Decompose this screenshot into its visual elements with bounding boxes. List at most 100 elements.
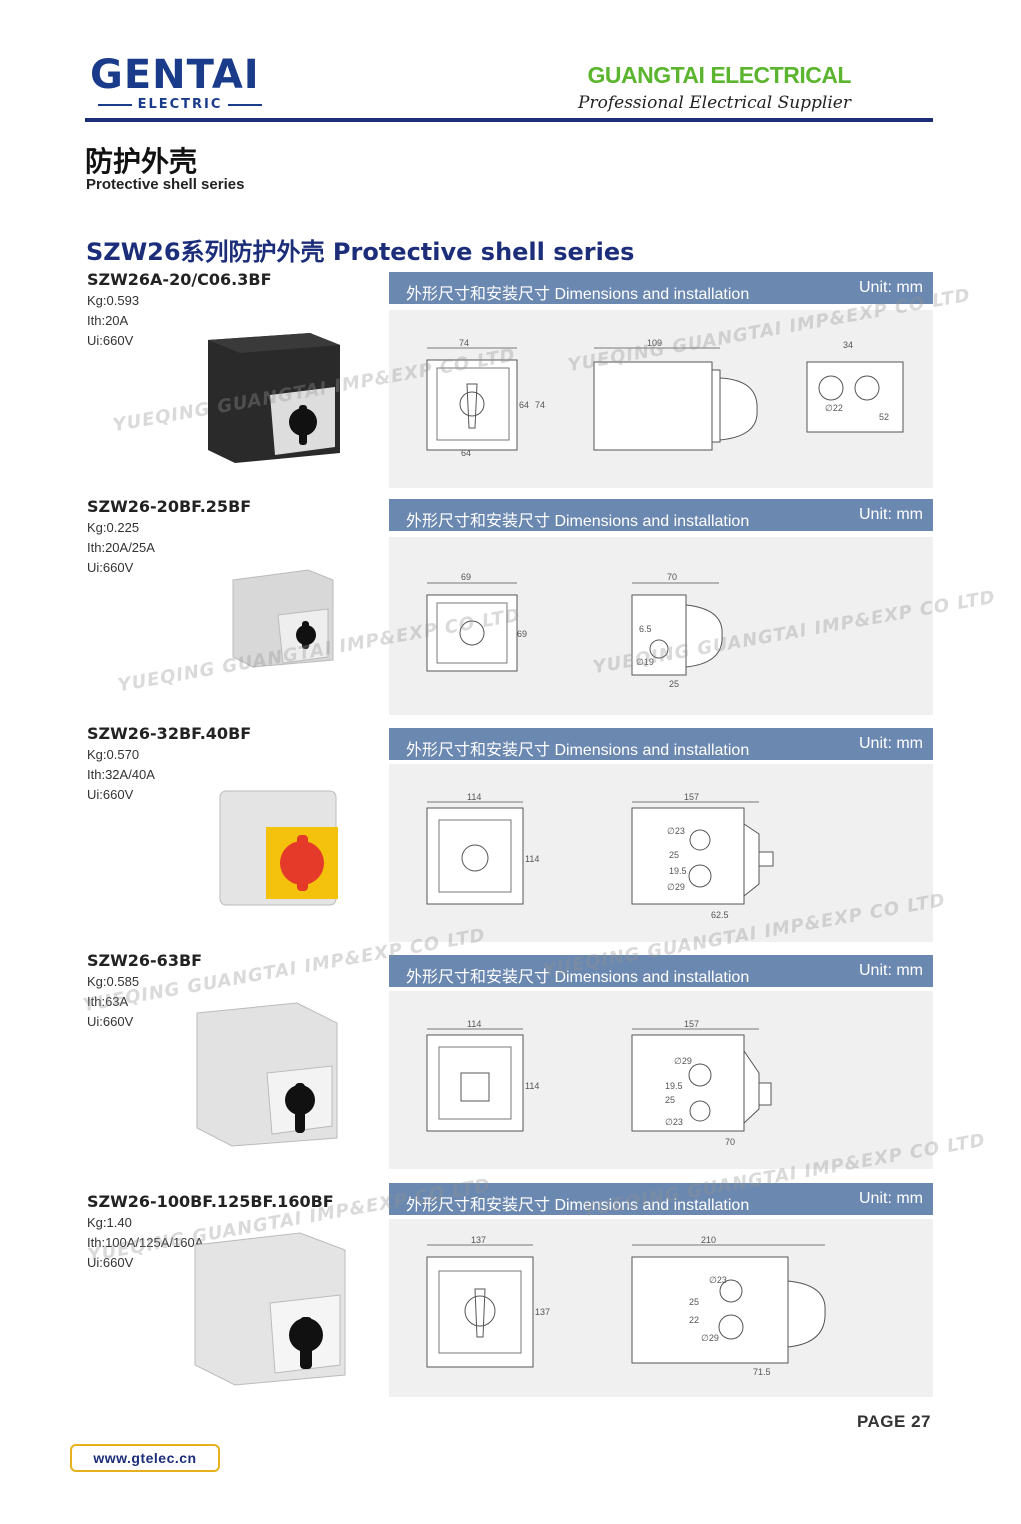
- dim-label: 外形尺寸和安装尺寸 Dimensions and installation: [406, 1197, 750, 1214]
- dim-side: 70: [667, 572, 677, 582]
- company-block: GUANGTAI ELECTRICAL Professional Electri…: [578, 62, 851, 113]
- dim-hole-h: 52: [879, 412, 889, 422]
- product-1-photo: [208, 333, 340, 463]
- product-3-photo: [219, 790, 338, 906]
- dim-front-w: 74: [459, 338, 469, 348]
- dim-hole-1: ∅23: [709, 1275, 727, 1285]
- dim-unit: Unit: mm: [859, 279, 923, 296]
- dim-v2: 19.5: [669, 866, 687, 876]
- dim-front-w: 69: [461, 572, 471, 582]
- dim-hole-1: ∅23: [667, 826, 685, 836]
- company-logo: GENTAI ELECTRIC: [90, 55, 270, 115]
- dim-unit: Unit: mm: [859, 735, 923, 752]
- product-4-photo: [196, 1002, 338, 1147]
- dim-hole-dia: ∅22: [825, 403, 843, 413]
- dim-front-h: 74: [535, 400, 545, 410]
- dim-depth: 62.5: [711, 910, 729, 920]
- dim-v1: 25: [665, 1095, 675, 1105]
- product-2-info: SZW26-20BF.25BF Kg:0.225 Ith:20A/25A Ui:…: [87, 497, 251, 578]
- product-voltage: Ui:660V: [87, 1255, 134, 1270]
- product-weight: Kg:0.593: [87, 293, 140, 308]
- dim-front-w: 114: [467, 1019, 481, 1029]
- dim-front-h: 114: [525, 1081, 539, 1091]
- product-weight: Kg:0.225: [87, 520, 140, 535]
- product-5-photo: [194, 1232, 346, 1386]
- product-model: SZW26-63BF: [87, 951, 203, 970]
- dim-label: 外形尺寸和安装尺寸 Dimensions and installation: [406, 742, 750, 759]
- dim-panel-3: 114 114 157 ∅23 ∅29 25 19.5 62.5: [389, 764, 933, 942]
- dim-depth: 25: [669, 679, 679, 689]
- product-current: Ith:32A/40A: [87, 767, 155, 782]
- dim-hole-2: ∅29: [701, 1333, 719, 1343]
- category-title-cn: 防护外壳: [85, 145, 198, 178]
- dim-bar-3: 外形尺寸和安装尺寸 Dimensions and installation Un…: [389, 728, 933, 760]
- dim-hole-spacing: 34: [843, 340, 853, 350]
- product-model: SZW26-100BF.125BF.160BF: [87, 1192, 334, 1211]
- dim-bar-4: 外形尺寸和安装尺寸 Dimensions and installation Un…: [389, 955, 933, 987]
- dim-hole-dia: ∅19: [636, 657, 654, 667]
- dim-panel-4: 114 114 157 ∅29 ∅23 25 19.5 70: [389, 991, 933, 1169]
- product-voltage: Ui:660V: [87, 560, 134, 575]
- dim-hole-2: ∅23: [665, 1117, 683, 1127]
- product-4-info: SZW26-63BF Kg:0.585 Ith:63A Ui:660V: [87, 951, 202, 1032]
- product-model: SZW26A-20/C06.3BF: [87, 270, 272, 289]
- dim-offset: 6.5: [639, 624, 652, 634]
- dim-label: 外形尺寸和安装尺寸 Dimensions and installation: [406, 286, 750, 303]
- dim-front-h: 114: [525, 854, 539, 864]
- dim-side: 157: [684, 792, 699, 802]
- company-tagline: Professional Electrical Supplier: [578, 93, 851, 113]
- dim-hole-1: ∅29: [674, 1056, 692, 1066]
- product-2-photo: [232, 569, 334, 668]
- dim-panel-5: 137 137 210 ∅23 ∅29 25 22 71.5: [389, 1219, 933, 1397]
- product-model: SZW26-32BF.40BF: [87, 724, 252, 743]
- dim-hole-2: ∅29: [667, 882, 685, 892]
- dim-inner-w: 64: [461, 448, 471, 458]
- dim-bar-2: 外形尺寸和安装尺寸 Dimensions and installation Un…: [389, 499, 933, 531]
- product-3-info: SZW26-32BF.40BF Kg:0.570 Ith:32A/40A Ui:…: [87, 724, 251, 805]
- logo-sub: ELECTRIC: [90, 97, 270, 112]
- product-voltage: Ui:660V: [87, 333, 134, 348]
- product-weight: Kg:0.570: [87, 747, 140, 762]
- product-1-info: SZW26A-20/C06.3BF Kg:0.593 Ith:20A Ui:66…: [87, 270, 272, 351]
- dim-v2: 19.5: [665, 1081, 683, 1091]
- website-link[interactable]: www.gtelec.cn: [70, 1444, 220, 1472]
- dim-bar-1: 外形尺寸和安装尺寸 Dimensions and installation Un…: [389, 272, 933, 304]
- dim-panel-1: 74 64 64 74 109 34 ∅22 52: [389, 310, 933, 488]
- dim-front-w: 114: [467, 792, 481, 802]
- product-current: Ith:63A: [87, 994, 129, 1009]
- product-voltage: Ui:660V: [87, 787, 134, 802]
- dim-unit: Unit: mm: [859, 962, 923, 979]
- header-divider: [85, 118, 933, 122]
- product-model: SZW26-20BF.25BF: [87, 497, 252, 516]
- dim-inner-h: 64: [519, 400, 529, 410]
- category-title-en: Protective shell series: [86, 176, 245, 193]
- page-number: PAGE 27: [856, 1412, 931, 1431]
- product-weight: Kg:0.585: [87, 974, 140, 989]
- product-current: Ith:20A: [87, 313, 129, 328]
- dim-front-w: 137: [471, 1235, 486, 1245]
- logo-main: GENTAI: [90, 52, 260, 98]
- product-voltage: Ui:660V: [87, 1014, 134, 1029]
- dim-label: 外形尺寸和安装尺寸 Dimensions and installation: [406, 969, 750, 986]
- dim-v1: 25: [689, 1297, 699, 1307]
- dim-side: 210: [701, 1235, 716, 1245]
- dim-front-h: 137: [535, 1307, 550, 1317]
- dim-depth: 71.5: [753, 1367, 771, 1377]
- product-5-info: SZW26-100BF.125BF.160BF Kg:1.40 Ith:100A…: [87, 1192, 334, 1273]
- company-name: GUANGTAI ELECTRICAL: [587, 62, 851, 88]
- dim-v1: 25: [669, 850, 679, 860]
- dim-side: 109: [647, 338, 662, 348]
- product-current: Ith:20A/25A: [87, 540, 155, 555]
- dim-depth: 70: [725, 1137, 735, 1147]
- dim-panel-2: 69 69 70 6.5 ∅19 25: [389, 537, 933, 715]
- dim-unit: Unit: mm: [859, 506, 923, 523]
- product-current: Ith:100A/125A/160A: [87, 1235, 204, 1250]
- dim-unit: Unit: mm: [859, 1190, 923, 1207]
- dim-front-h: 69: [517, 629, 527, 639]
- product-weight: Kg:1.40: [87, 1215, 132, 1230]
- dim-v2: 22: [689, 1315, 699, 1325]
- series-title: SZW26系列防护外壳 Protective shell series: [86, 238, 635, 266]
- dim-label: 外形尺寸和安装尺寸 Dimensions and installation: [406, 513, 750, 530]
- dim-side: 157: [684, 1019, 699, 1029]
- dim-bar-5: 外形尺寸和安装尺寸 Dimensions and installation Un…: [389, 1183, 933, 1215]
